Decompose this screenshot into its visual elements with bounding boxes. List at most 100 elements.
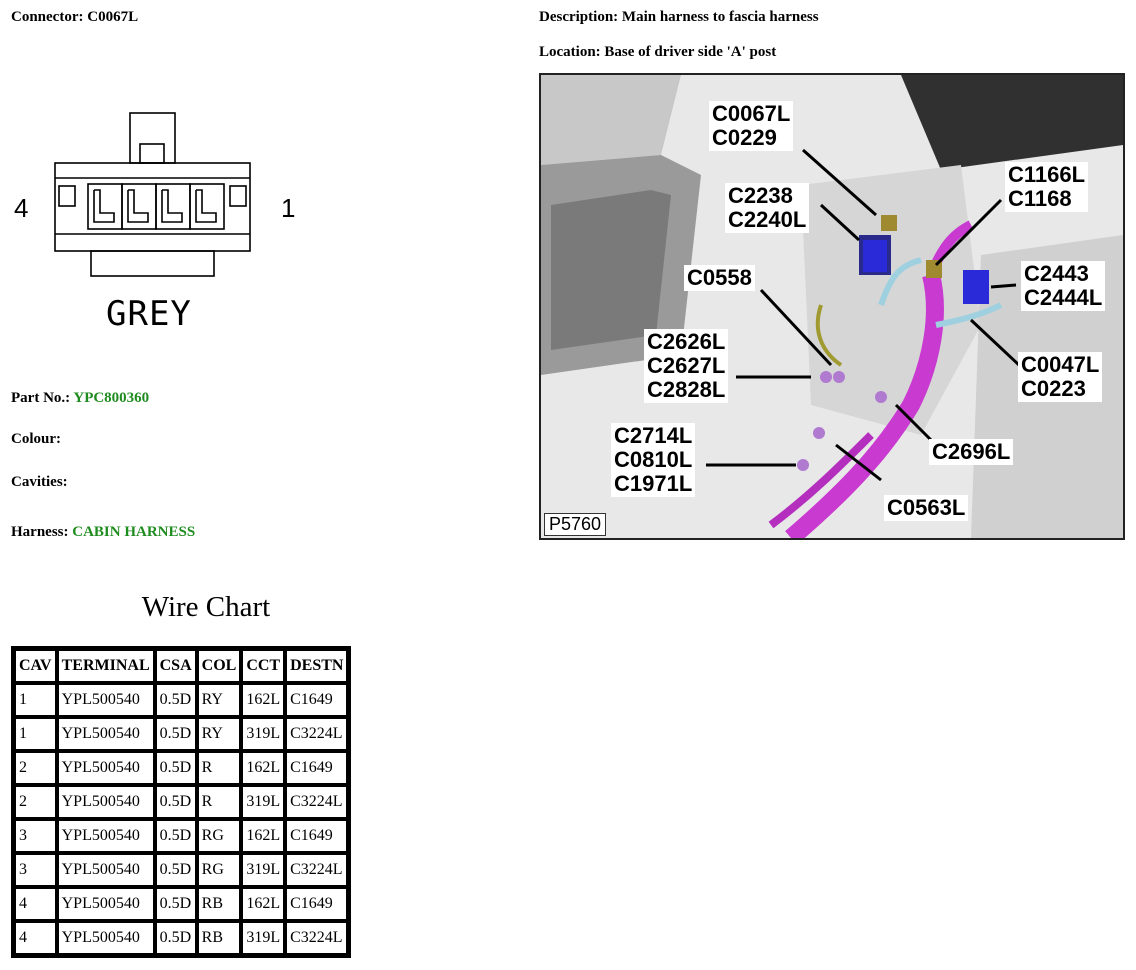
table-row: 1 YPL500540 0.5D RY 319L C3224L [14,717,349,751]
cell-terminal: YPL500540 [56,887,155,921]
colour-label: Colour: [11,431,61,447]
location-heading: Location: Base of driver side 'A' post [539,44,776,61]
cell-destn: C1649 [285,819,349,853]
table-row: 2 YPL500540 0.5D R 319L C3224L [14,785,349,819]
cavity-4-number: 4 [14,193,29,223]
cell-cct: 162L [241,819,286,853]
cell-cct: 319L [241,717,286,751]
wire-chart-table: CAV TERMINAL CSA COL CCT DESTN 1 YPL5005… [11,646,352,958]
cell-terminal: YPL500540 [56,717,155,751]
location-value: Base of driver side 'A' post [604,44,777,60]
cell-cav: 2 [14,751,57,785]
description-heading: Description: Main harness to fascia harn… [539,9,819,26]
cell-destn: C3224L [285,785,349,819]
description-label: Description: [539,9,619,25]
connector-label: Connector: [11,9,84,25]
callout-c0067l: C0067L C0229 [709,101,794,151]
wire-chart-title: Wire Chart [141,591,271,623]
callout-c2443: C2443 C2444L [1021,261,1106,311]
cell-destn: C3224L [285,717,349,751]
table-header-row: CAV TERMINAL CSA COL CCT DESTN [14,649,349,683]
cell-terminal: YPL500540 [56,683,155,717]
cell-col: RB [196,921,242,955]
cell-col: RY [196,683,242,717]
table-row: 3 YPL500540 0.5D RG 162L C1649 [14,819,349,853]
cell-col: RY [196,717,242,751]
cell-destn: C1649 [285,751,349,785]
cell-cct: 319L [241,921,286,955]
cell-cct: 319L [241,785,286,819]
cell-csa: 0.5D [154,921,197,955]
cell-cav: 4 [14,887,57,921]
col-terminal-header: TERMINAL [56,649,155,683]
harness-row: Harness: CABIN HARNESS [11,524,195,541]
cell-terminal: YPL500540 [56,785,155,819]
location-label: Location: [539,44,601,60]
table-row: 4 YPL500540 0.5D RB 162L C1649 [14,887,349,921]
callout-c0563l: C0563L [884,495,969,521]
cell-csa: 0.5D [154,683,197,717]
cell-cct: 162L [241,887,286,921]
cavity-1-number: 1 [281,193,296,223]
cell-csa: 0.5D [154,785,197,819]
table-row: 4 YPL500540 0.5D RB 319L C3224L [14,921,349,955]
connector-colour-label: GREY [106,294,192,334]
cell-terminal: YPL500540 [56,819,155,853]
cell-cct: 319L [241,853,286,887]
cell-col: RG [196,853,242,887]
cell-cav: 4 [14,921,57,955]
cell-csa: 0.5D [154,853,197,887]
col-cav-header: CAV [14,649,57,683]
callout-c2238: C2238 C2240L [725,183,810,233]
cell-csa: 0.5D [154,887,197,921]
cell-cav: 3 [14,819,57,853]
photo-reference-code: P5760 [544,513,607,536]
cell-cav: 1 [14,717,57,751]
location-photo: C0067L C0229 C2238 C2240L C1166L C1168 C… [539,73,1125,540]
cell-destn: C1649 [285,683,349,717]
col-csa-header: CSA [154,649,197,683]
cell-destn: C3224L [285,853,349,887]
cell-csa: 0.5D [154,819,197,853]
cell-cav: 2 [14,785,57,819]
col-col-header: COL [196,649,242,683]
cell-col: RG [196,819,242,853]
connector-face-drawing [54,112,251,277]
cell-col: R [196,785,242,819]
part-number-row: Part No.: YPC800360 [11,390,149,407]
part-number-link[interactable]: YPC800360 [73,390,150,406]
cell-cav: 1 [14,683,57,717]
table-row: 1 YPL500540 0.5D RY 162L C1649 [14,683,349,717]
col-destn-header: DESTN [285,649,349,683]
cavities-row: Cavities: [11,474,68,491]
callout-c0047l: C0047L C0223 [1018,352,1103,402]
cell-cct: 162L [241,751,286,785]
cell-terminal: YPL500540 [56,921,155,955]
cavities-label: Cavities: [11,474,68,490]
cell-terminal: YPL500540 [56,751,155,785]
connector-id: C0067L [87,9,139,25]
description-value: Main harness to fascia harness [621,9,819,25]
cell-cav: 3 [14,853,57,887]
cell-csa: 0.5D [154,717,197,751]
callout-c0558: C0558 [684,265,755,291]
cell-col: R [196,751,242,785]
colour-row: Colour: [11,431,61,448]
table-row: 2 YPL500540 0.5D R 162L C1649 [14,751,349,785]
callout-c2626l: C2626L C2627L C2828L [644,329,729,403]
cell-destn: C3224L [285,921,349,955]
cell-csa: 0.5D [154,751,197,785]
callout-c1166l: C1166L C1168 [1005,162,1089,212]
harness-link[interactable]: CABIN HARNESS [72,524,196,540]
cell-destn: C1649 [285,887,349,921]
callout-c2696l: C2696L [929,439,1014,465]
cell-terminal: YPL500540 [56,853,155,887]
callout-c2714l: C2714L C0810L C1971L [611,423,696,497]
part-number-label: Part No.: [11,390,71,406]
table-row: 3 YPL500540 0.5D RG 319L C3224L [14,853,349,887]
cell-cct: 162L [241,683,286,717]
connector-heading: Connector: C0067L [11,9,138,26]
col-cct-header: CCT [241,649,286,683]
cell-col: RB [196,887,242,921]
harness-label: Harness: [11,524,69,540]
